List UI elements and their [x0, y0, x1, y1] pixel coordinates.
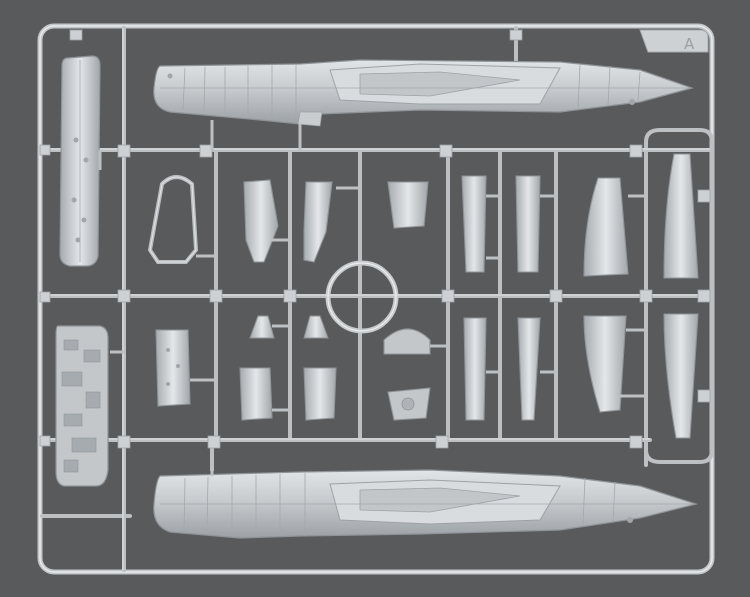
cockpit-tub-part [55, 325, 109, 487]
nacelle-half-upper-left [583, 177, 629, 277]
fuselage-half-bottom [153, 469, 699, 539]
small-cones [249, 315, 329, 339]
nacelle-half-lower-right [663, 313, 699, 439]
sprue-tag: A [639, 29, 709, 53]
svg-text:A: A [684, 35, 695, 53]
intake-part-small [387, 181, 429, 229]
nacelle-half-lower-left [583, 315, 627, 413]
tank-halves-row1 [461, 175, 541, 273]
gates [39, 29, 711, 449]
nacelle-half-upper-right [663, 153, 699, 279]
wheel-well-part-right [303, 181, 333, 263]
engine-face-part [155, 329, 191, 407]
wheel-well-part-left [243, 179, 279, 263]
instrument-panel-part [383, 328, 431, 421]
attachment-stubs [98, 120, 646, 476]
tail-fin-part [59, 55, 101, 267]
fuselage-half-top [153, 59, 695, 127]
sprue-loop-right [644, 128, 714, 464]
intake-covers [239, 367, 337, 421]
tank-halves-row2 [463, 317, 541, 421]
canopy-frame-part [147, 175, 199, 264]
